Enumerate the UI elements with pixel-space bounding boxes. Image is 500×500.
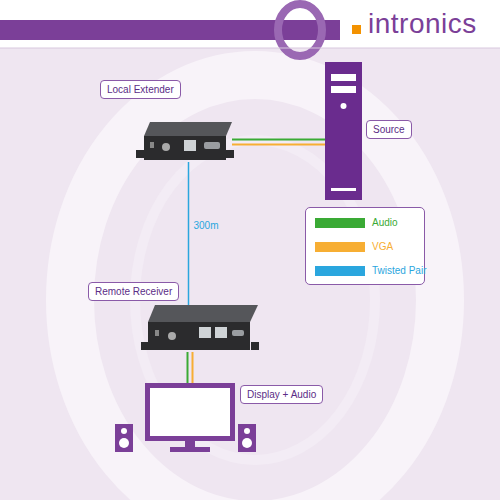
device-flange	[141, 342, 149, 350]
vga-port	[204, 142, 220, 149]
speaker-body	[238, 424, 256, 452]
device-top	[144, 122, 232, 136]
power-button	[341, 103, 347, 109]
rj45-port	[184, 140, 196, 151]
audio-jack	[168, 332, 176, 340]
speaker-right	[238, 424, 256, 452]
cable-line	[232, 144, 325, 146]
legend-text: VGA	[372, 241, 393, 252]
speaker-tweeter	[244, 428, 250, 434]
speaker-left	[115, 424, 133, 452]
source-computer	[325, 62, 362, 200]
header-rule	[0, 48, 500, 49]
local-extender-device	[136, 122, 234, 160]
speaker-tweeter	[121, 428, 127, 434]
legend-text: Audio	[372, 217, 398, 228]
legend-swatch	[315, 266, 365, 276]
rj45-port	[215, 327, 227, 338]
monitor-base	[170, 447, 210, 452]
header-band	[0, 0, 500, 48]
vga-port	[232, 330, 244, 336]
legend-text: Twisted Pair	[372, 265, 426, 276]
cable-line	[192, 352, 194, 383]
tower-case	[325, 62, 362, 200]
header-stripe	[0, 20, 340, 40]
legend-swatch	[315, 242, 365, 252]
watermark-ring	[70, 75, 440, 500]
device-label: Display + Audio	[240, 385, 323, 404]
drive-bay	[331, 74, 356, 81]
device-front	[144, 136, 226, 160]
device-node: Source	[325, 62, 362, 200]
rj45-port	[199, 327, 211, 338]
device-label: Remote Receiver	[88, 282, 179, 301]
cable-length: 300m	[194, 220, 219, 231]
brand-logo: intronics	[368, 8, 477, 40]
remote-receiver-device	[141, 305, 259, 350]
device-node: Display + Audio	[145, 383, 235, 452]
device-flange	[136, 150, 144, 158]
legend-box: AudioVGA Twisted Pair	[305, 207, 425, 285]
monitor-neck	[185, 441, 195, 448]
drive-bay	[331, 86, 356, 93]
device-top	[148, 305, 258, 322]
device-flange	[226, 150, 234, 158]
logo-square	[352, 25, 361, 34]
device-led	[155, 330, 159, 336]
cable-line	[187, 352, 189, 383]
speaker-woofer	[119, 438, 129, 448]
audio-jack	[162, 143, 170, 151]
cable-line	[232, 139, 325, 141]
device-node: Remote Receiver	[145, 305, 257, 352]
legend-swatch	[315, 218, 365, 228]
device-label: Source	[366, 120, 412, 139]
cable-line	[188, 162, 190, 305]
device-label: Local Extender	[100, 80, 181, 99]
device-node: Local Extender	[140, 122, 232, 162]
speaker-woofer	[242, 438, 252, 448]
display-monitor	[148, 386, 233, 453]
monitor-frame	[148, 386, 233, 439]
tower-foot-line	[331, 188, 356, 191]
device-led	[150, 142, 154, 148]
device-front	[148, 322, 250, 350]
speaker-body	[115, 424, 133, 452]
device-flange	[251, 342, 259, 350]
